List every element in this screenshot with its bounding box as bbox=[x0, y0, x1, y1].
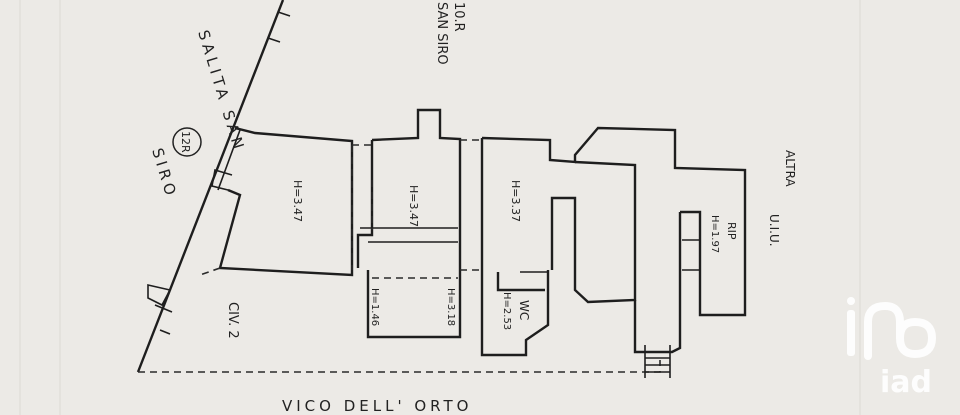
svg-text:RIP: RIP bbox=[725, 222, 738, 240]
svg-text:10.R: 10.R bbox=[451, 2, 466, 32]
iad-logo: iad bbox=[847, 297, 937, 400]
svg-text:ALTRA: ALTRA bbox=[783, 150, 797, 187]
svg-text:WC: WC bbox=[517, 300, 531, 320]
svg-text:SIRO: SIRO bbox=[148, 146, 180, 201]
wc-height: H=2.53 bbox=[501, 292, 512, 330]
interior-dashed-partitions bbox=[199, 139, 482, 276]
svg-text:H=2.53: H=2.53 bbox=[501, 292, 512, 330]
street-label-vico: VICO DELL' ORTO bbox=[282, 397, 472, 415]
wc-label: WC bbox=[517, 300, 531, 320]
small-room-2-height: H=3.18 bbox=[445, 288, 456, 326]
svg-text:H=1.97: H=1.97 bbox=[709, 215, 720, 253]
civic-label-civ2: CIV. 2 bbox=[225, 302, 240, 339]
svg-text:H=3.47: H=3.47 bbox=[291, 180, 304, 222]
svg-text:U.I.U.: U.I.U. bbox=[767, 214, 781, 247]
svg-text:iad: iad bbox=[880, 365, 932, 400]
street-label-siro: SIRO bbox=[148, 146, 180, 201]
building-walls bbox=[147, 108, 747, 378]
svg-text:H=3.18: H=3.18 bbox=[445, 288, 456, 326]
civic-street-top: SAN SIRO bbox=[434, 2, 449, 65]
room-3-height: H=3.37 bbox=[509, 180, 522, 222]
svg-text:H=3.47: H=3.47 bbox=[407, 185, 420, 227]
neighbor-label-line1: ALTRA bbox=[783, 150, 797, 187]
street-label-salita: SALITA SAN bbox=[194, 28, 248, 155]
rip-height: H=1.97 bbox=[709, 215, 720, 253]
svg-text:SALITA SAN: SALITA SAN bbox=[194, 28, 248, 155]
svg-text:12R: 12R bbox=[179, 131, 192, 153]
svg-text:H=1.46: H=1.46 bbox=[369, 288, 380, 326]
room-2-height: H=3.47 bbox=[407, 185, 420, 227]
svg-text:CIV. 2: CIV. 2 bbox=[225, 302, 240, 339]
neighbor-label-line2: U.I.U. bbox=[767, 214, 781, 247]
paper-texture bbox=[19, 0, 861, 415]
lot-boundary-line bbox=[138, 360, 661, 373]
svg-text:SAN SIRO: SAN SIRO bbox=[434, 2, 449, 65]
room-1-height: H=3.47 bbox=[291, 180, 304, 222]
street-boundary bbox=[136, 0, 291, 373]
entrance-badge: 12R bbox=[172, 127, 202, 157]
svg-text:H=3.37: H=3.37 bbox=[509, 180, 522, 222]
rip-label: RIP bbox=[725, 222, 738, 240]
small-room-1-height: H=1.46 bbox=[369, 288, 380, 326]
civic-number-top: 10.R bbox=[451, 2, 466, 32]
